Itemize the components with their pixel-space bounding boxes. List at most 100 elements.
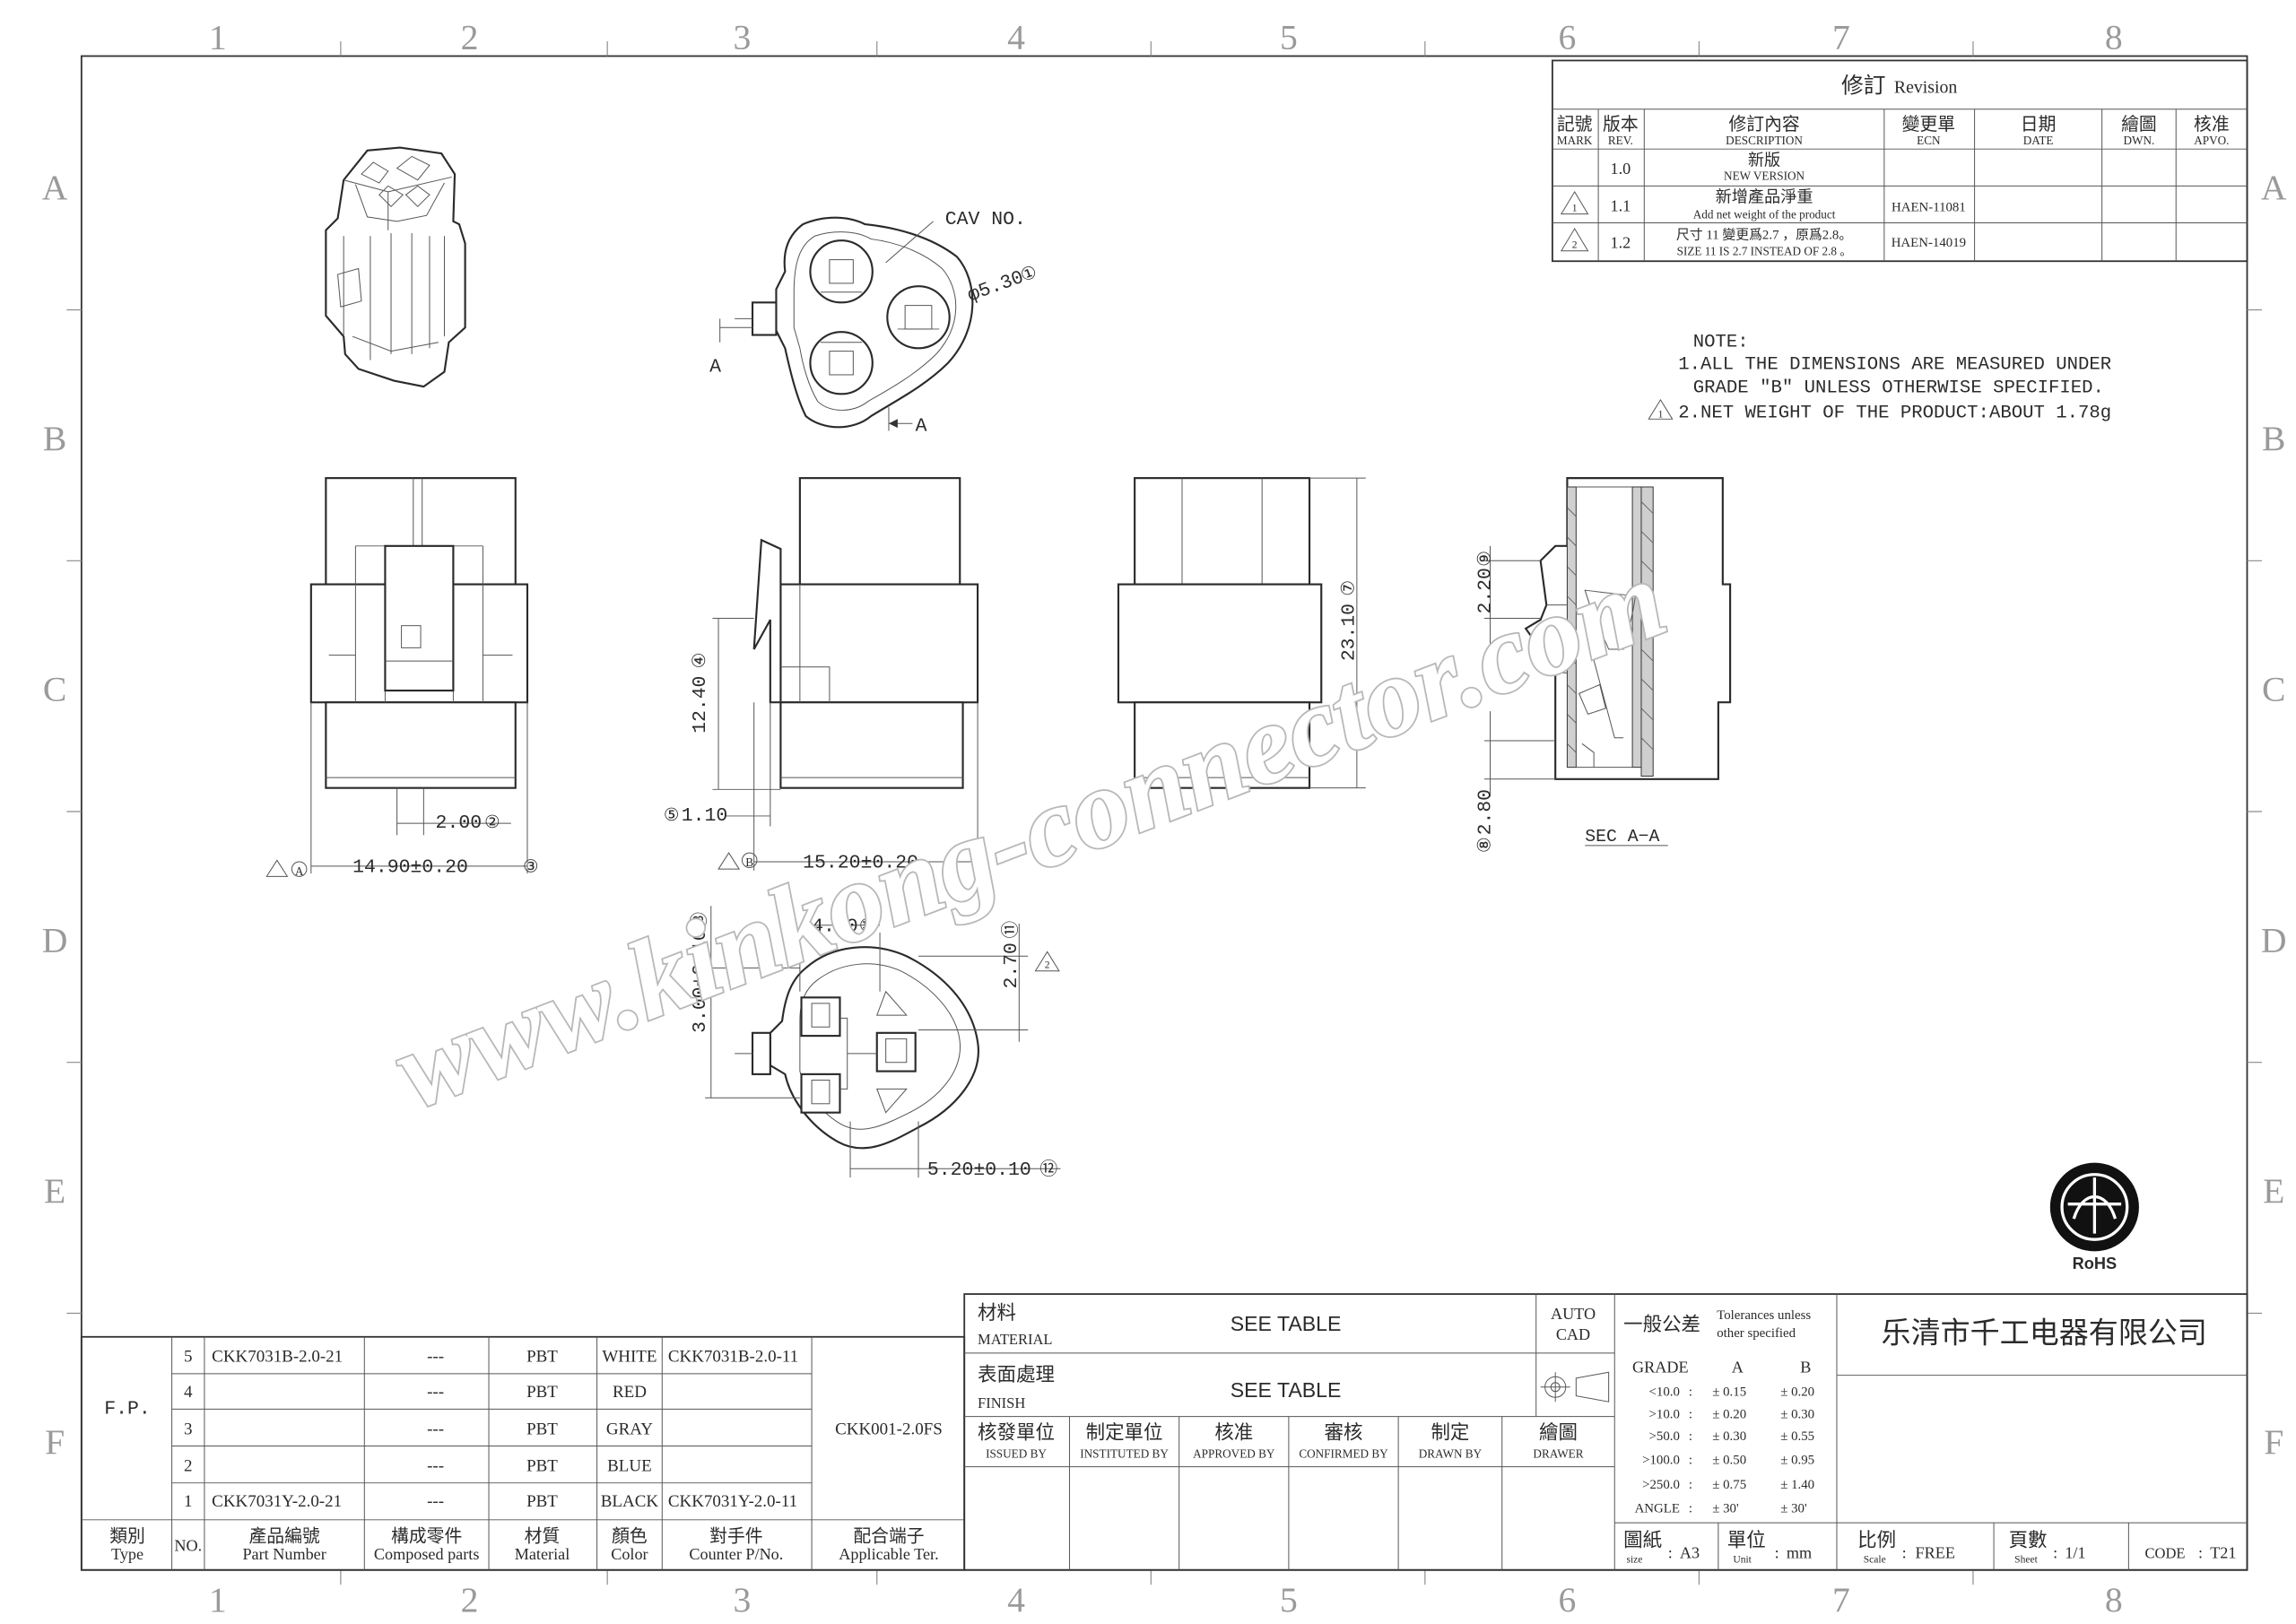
dim-2-70-number: ⑪ xyxy=(1001,921,1021,939)
revision-triangle-icon xyxy=(1560,228,1589,252)
row-label-c-right: C xyxy=(2262,670,2285,709)
col-label-2-bottom: 2 xyxy=(461,1580,479,1620)
rohs-label: RoHS xyxy=(2073,1255,2117,1272)
parts-header-part-en: Part Number xyxy=(242,1545,326,1563)
col-label-5-bottom: 5 xyxy=(1280,1580,1298,1620)
col-label-6: 6 xyxy=(1558,17,1576,56)
rev-header-mark-en: MARK xyxy=(1557,134,1593,147)
sheet-label-cn: 頁數 xyxy=(2009,1529,2048,1550)
paper-size-colon: : xyxy=(1668,1544,1673,1562)
grade-flag-icon xyxy=(718,852,741,870)
rohs-logo: RoHS xyxy=(2049,1162,2139,1272)
dim-2-70: 2.70 xyxy=(1001,942,1022,988)
parts-header-material-en: Material xyxy=(515,1545,570,1563)
code-label: CODE xyxy=(2145,1545,2186,1562)
parts-header-part-cn: 產品編號 xyxy=(249,1527,320,1547)
dim-2-20: 2.20 xyxy=(1474,568,1496,613)
tol-colon: : xyxy=(1689,1407,1692,1421)
dim-1-10-number: ⑤ xyxy=(664,805,680,825)
unit-colon: : xyxy=(1775,1544,1779,1562)
parts-header-type-en: Type xyxy=(111,1545,144,1563)
parts-header-terminal-cn: 配合端子 xyxy=(853,1527,924,1547)
parts-header-terminal-en: Applicable Ter. xyxy=(839,1545,938,1563)
auto-label: AUTO xyxy=(1551,1305,1596,1323)
row-label-a-right: A xyxy=(2261,168,2287,207)
parts-row-4-material: PBT xyxy=(526,1383,558,1402)
section-label-a-bottom: A xyxy=(916,416,927,438)
rev-header-date-en: DATE xyxy=(2023,134,2054,147)
row-label-e-right: E xyxy=(2263,1171,2284,1211)
row-label-f: F xyxy=(45,1422,65,1462)
sheet-label-en: Sheet xyxy=(2014,1555,2038,1566)
sign-drawer-en: DRAWER xyxy=(1533,1447,1583,1461)
tol-row-6-range: ANGLE xyxy=(1635,1502,1680,1516)
rev-row2-desc-cn: 新增產品淨重 xyxy=(1716,187,1813,205)
note-line-1: 1.ALL THE DIMENSIONS ARE MEASURED UNDER xyxy=(1678,354,2111,375)
tol-row-3-b: ± 0.55 xyxy=(1780,1429,1814,1444)
rev-row3-desc-en: SIZE 11 IS 2.7 INSTEAD OF 2.8 。 xyxy=(1677,245,1852,258)
parts-row-5-color: WHITE xyxy=(602,1348,657,1367)
note-line-3: 2.NET WEIGHT OF THE PRODUCT:ABOUT 1.78g xyxy=(1678,404,2111,424)
tol-colon: : xyxy=(1689,1385,1692,1400)
row-label-b: B xyxy=(43,419,66,458)
col-label-8: 8 xyxy=(2105,17,2123,56)
section-a-a-label: SEC A−A xyxy=(1585,827,1659,847)
tol-row-2-a: ± 0.20 xyxy=(1712,1407,1746,1421)
note-title: NOTE: xyxy=(1693,333,1749,353)
revision-table: 修訂 Revision 記號 MARK 版本 REV. 修訂內容 DESCRIP… xyxy=(1551,59,2248,263)
isometric-view xyxy=(325,146,466,388)
sign-approved-en: APPROVED BY xyxy=(1193,1447,1275,1461)
dim-2-00-number: ② xyxy=(484,812,500,832)
col-label-1-bottom: 1 xyxy=(209,1580,227,1620)
rev-row2-ecn: HAEN-11081 xyxy=(1892,200,1966,214)
parts-row-3-material: PBT xyxy=(526,1420,558,1438)
title-block: 材料 MATERIAL SEE TABLE 表面處理 FINISH SEE TA… xyxy=(963,1293,2248,1571)
parts-header-color-en: Color xyxy=(611,1545,648,1563)
rev-row1-desc-en: NEW VERSION xyxy=(1724,169,1805,183)
rev-row3-rev: 1.2 xyxy=(1611,233,1631,251)
unit-label-cn: 單位 xyxy=(1727,1529,1766,1550)
tolerance-label-en-2: other specified xyxy=(1717,1326,1796,1341)
dim-2-00: 2.00 xyxy=(436,812,483,834)
parts-table: F.P. 5 CKK7031B-2.0-21 --- PBT WHITE CKK… xyxy=(80,1335,966,1571)
dim-14-90-number: ③ xyxy=(523,856,539,876)
sign-drawn-cn: 制定 xyxy=(1431,1421,1469,1443)
rev-header-date-cn: 日期 xyxy=(2021,115,2057,135)
tolerance-grade-a: A xyxy=(1732,1358,1744,1376)
dim-14-90-flag: A xyxy=(295,864,304,878)
paper-size-label-en: size xyxy=(1626,1555,1642,1566)
parts-header-material-cn: 材質 xyxy=(525,1527,561,1547)
rev-header-dwn-en: DWN. xyxy=(2124,134,2155,147)
row-label-a: A xyxy=(42,168,68,207)
tolerance-label-cn: 一般公差 xyxy=(1623,1314,1700,1335)
tol-row-1-a: ± 0.15 xyxy=(1712,1385,1746,1400)
dim-2-20-number: ⑨ xyxy=(1474,551,1494,567)
finish-value: SEE TABLE xyxy=(1231,1378,1342,1402)
tol-colon: : xyxy=(1689,1429,1692,1444)
sign-issued-cn: 核發單位 xyxy=(978,1421,1055,1443)
row-label-e: E xyxy=(44,1171,65,1211)
parts-header-counter-cn: 對手件 xyxy=(709,1527,762,1547)
col-label-6-bottom: 6 xyxy=(1558,1580,1576,1620)
parts-row-1-no: 1 xyxy=(184,1492,192,1511)
revision-title-en: Revision xyxy=(1894,78,1958,98)
revision-title-cn: 修訂 xyxy=(1841,74,1886,99)
rev-header-desc-cn: 修訂內容 xyxy=(1728,115,1799,135)
dim-23-10: 23.10 xyxy=(1339,604,1361,661)
parts-type-fp: F.P. xyxy=(104,1398,151,1420)
tol-row-4-b: ± 0.95 xyxy=(1780,1453,1814,1467)
dim-12-40: 12.40 xyxy=(690,676,711,734)
scale-value: FREE xyxy=(1916,1544,1955,1562)
parts-row-5-composed: --- xyxy=(427,1348,444,1367)
row-label-f-right: F xyxy=(2264,1422,2283,1462)
tol-row-5-b: ± 1.40 xyxy=(1780,1478,1814,1492)
dim-2-80-number: ⑧ xyxy=(1474,837,1494,853)
finish-label-en: FINISH xyxy=(978,1394,1025,1411)
col-label-7: 7 xyxy=(1832,17,1850,56)
rev-header-desc-en: DESCRIPTION xyxy=(1726,134,1803,147)
col-label-3: 3 xyxy=(734,17,752,56)
parts-row-1-part: CKK7031Y-2.0-21 xyxy=(212,1492,342,1511)
notes-block: NOTE: 1.ALL THE DIMENSIONS ARE MEASURED … xyxy=(1648,333,2111,424)
parts-header-counter-en: Counter P/No. xyxy=(689,1545,783,1563)
